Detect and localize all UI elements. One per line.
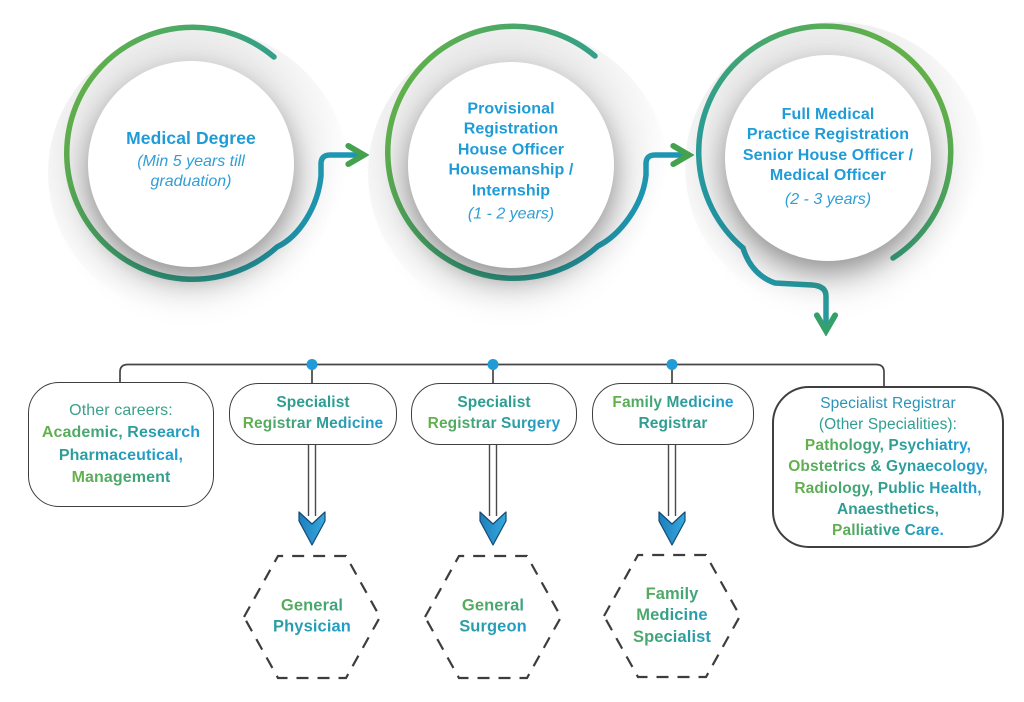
stage-title-line: Internship (471, 182, 551, 200)
box-text-line: Radiology, Public Health, (794, 478, 981, 499)
stage-title-line: Housemanship / (448, 161, 574, 179)
box-text-line: Anaesthetics, (836, 500, 940, 518)
box-text-line: (Other Specialities): (818, 416, 958, 434)
box-specialist-registrar-other-specialities: Specialist Registrar (Other Specialities… (772, 386, 1004, 548)
stage1-duration: (Min 5 years till graduation) (137, 153, 245, 190)
hexagon-label-line: General (252, 596, 372, 617)
hexagon-label-line: General (433, 596, 553, 617)
double-arrow-family-icon (658, 444, 686, 546)
box-text-line: Specialist (457, 394, 531, 412)
box-text-line: Registrar Surgery (428, 414, 561, 435)
box-other-careers: Other careers: Academic, Research Pharma… (28, 382, 214, 507)
stage2-text: Provisional Registration House Officer H… (431, 100, 591, 225)
hexagon-general-surgeon-outline (423, 554, 563, 680)
stage-circle-full-registration (725, 55, 931, 261)
box-text-line: Pharmaceutical, (59, 445, 183, 467)
stage-title-line: Registration (463, 121, 559, 139)
stage1-text: Medical Degree (Min 5 years till graduat… (113, 127, 269, 191)
box-text-line: Pathology, Psychiatry, (805, 435, 971, 456)
stage-circle-provisional-registration (408, 62, 614, 268)
hexagon-family-medicine-specialist-label: Family Medicine Specialist (612, 584, 732, 648)
box-text-line: Palliative Care. (832, 520, 944, 541)
hexagon-general-physician-label: General Physician (252, 596, 372, 639)
stage1-title: Medical Degree (113, 127, 269, 149)
hexagon-label-line: Family (612, 584, 732, 605)
box-text-line: Other careers: (69, 402, 173, 420)
stage-title-line: Medical Degree (126, 127, 256, 148)
stage-title-line: Practice Registration (746, 126, 910, 144)
stage1-ring-arrow-icon (64, 24, 360, 283)
double-arrow-surgery-icon (479, 444, 507, 546)
stage2-ring-arrow-icon (385, 23, 685, 282)
hexagon-label-line: Surgeon (433, 617, 553, 638)
hexagon-general-physician-outline (242, 554, 382, 680)
stage3-text: Full Medical Practice Registration Senio… (728, 105, 928, 209)
stage3-duration: (2 - 3 years) (784, 190, 872, 208)
junction-dot (306, 359, 318, 370)
stage-title-line: Medical Officer (769, 167, 887, 185)
junction-dot (487, 359, 499, 370)
box-specialist-registrar-medicine: Specialist Registrar Medicine (229, 383, 397, 445)
box-text-line: Management (72, 467, 171, 489)
stage2-title: Provisional Registration House Officer H… (431, 100, 591, 202)
hexagon-label-line: Medicine (612, 605, 732, 626)
branch-connector-line (119, 363, 885, 387)
box-text-line: Specialist (276, 394, 350, 412)
stage-circle-medical-degree (88, 61, 294, 267)
hexagon-label-line: Physician (252, 617, 372, 638)
hexagon-general-surgeon-label: General Surgeon (433, 596, 553, 639)
stage-title-line: Provisional (467, 100, 555, 118)
box-text-line: Registrar Medicine (243, 414, 383, 435)
box-specialist-registrar-surgery: Specialist Registrar Surgery (411, 383, 577, 445)
double-arrow-medicine-icon (298, 444, 326, 546)
stage3-title: Full Medical Practice Registration Senio… (728, 105, 928, 187)
junction-dot (666, 359, 678, 370)
stage-title-line: House Officer (457, 141, 565, 159)
stage3-ring-down-arrow-icon (695, 23, 954, 327)
box-text-line: Registrar (638, 415, 708, 432)
box-family-medicine-registrar: Family Medicine Registrar (592, 383, 754, 445)
stage-title-line: Full Medical (781, 105, 875, 123)
box-text-line: Academic, Research (42, 422, 200, 444)
box-text-line: Specialist Registrar (820, 395, 956, 413)
hexagon-label-line: Specialist (612, 627, 732, 648)
stage-title-line: Senior House Officer / (742, 146, 914, 164)
box-text-line: Family Medicine (612, 393, 733, 414)
box-text-line: Obstetrics & Gynaecology, (788, 456, 987, 477)
hexagon-family-specialist-outline (602, 553, 742, 679)
stage2-duration: (1 - 2 years) (467, 205, 555, 223)
